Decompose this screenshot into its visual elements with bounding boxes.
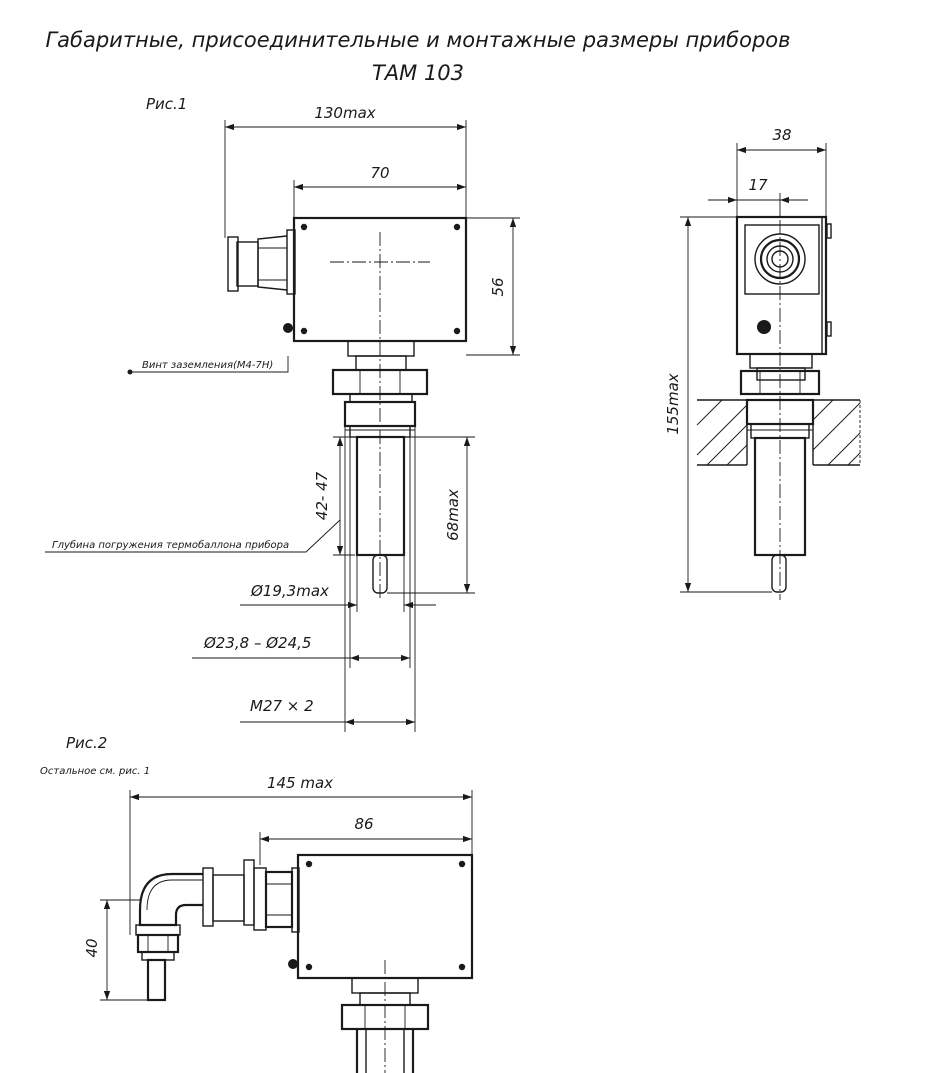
- dim-70: 70: [370, 164, 389, 182]
- dim-145max: 145 max: [267, 774, 333, 792]
- dim-155max: 155max: [664, 373, 682, 434]
- immersion-depth-note: Глубина погружения термобаллона прибора: [52, 539, 289, 551]
- figure-2-label: Рис.2: [66, 734, 107, 752]
- dim-diameter-19-3: Ø19,3max: [250, 582, 329, 600]
- dim-56: 56: [489, 277, 507, 296]
- dim-thread-m27: M27 × 2: [250, 697, 314, 715]
- title-line-1: Габаритные, присоединительные и монтажны…: [45, 28, 790, 52]
- dim-40: 40: [83, 938, 101, 957]
- dim-86: 86: [354, 815, 373, 833]
- ground-screw-note: Винт заземления(М4-7Н): [142, 360, 273, 371]
- dim-68max: 68max: [444, 489, 462, 541]
- dim-38: 38: [772, 126, 791, 144]
- figure-2-angled-version: Рис.2 Остальное см. рис. 1 145 max 86: [40, 734, 474, 1073]
- dim-42-47: 42- 47: [313, 471, 331, 520]
- dim-130max: 130max: [314, 104, 375, 122]
- figure-2-note: Остальное см. рис. 1: [40, 766, 150, 777]
- dim-diameter-23-8-24-5: Ø23,8 – Ø24,5: [203, 634, 311, 652]
- figure-1-side-view: 38 17: [664, 126, 861, 600]
- figure-1-front-view: Рис.1 130max 70 56 Винт: [45, 95, 520, 732]
- figure-1-label: Рис.1: [146, 95, 187, 113]
- title-line-2: ТАМ 103: [372, 61, 464, 85]
- mounting-panel: [696, 399, 861, 466]
- dim-17: 17: [748, 176, 768, 194]
